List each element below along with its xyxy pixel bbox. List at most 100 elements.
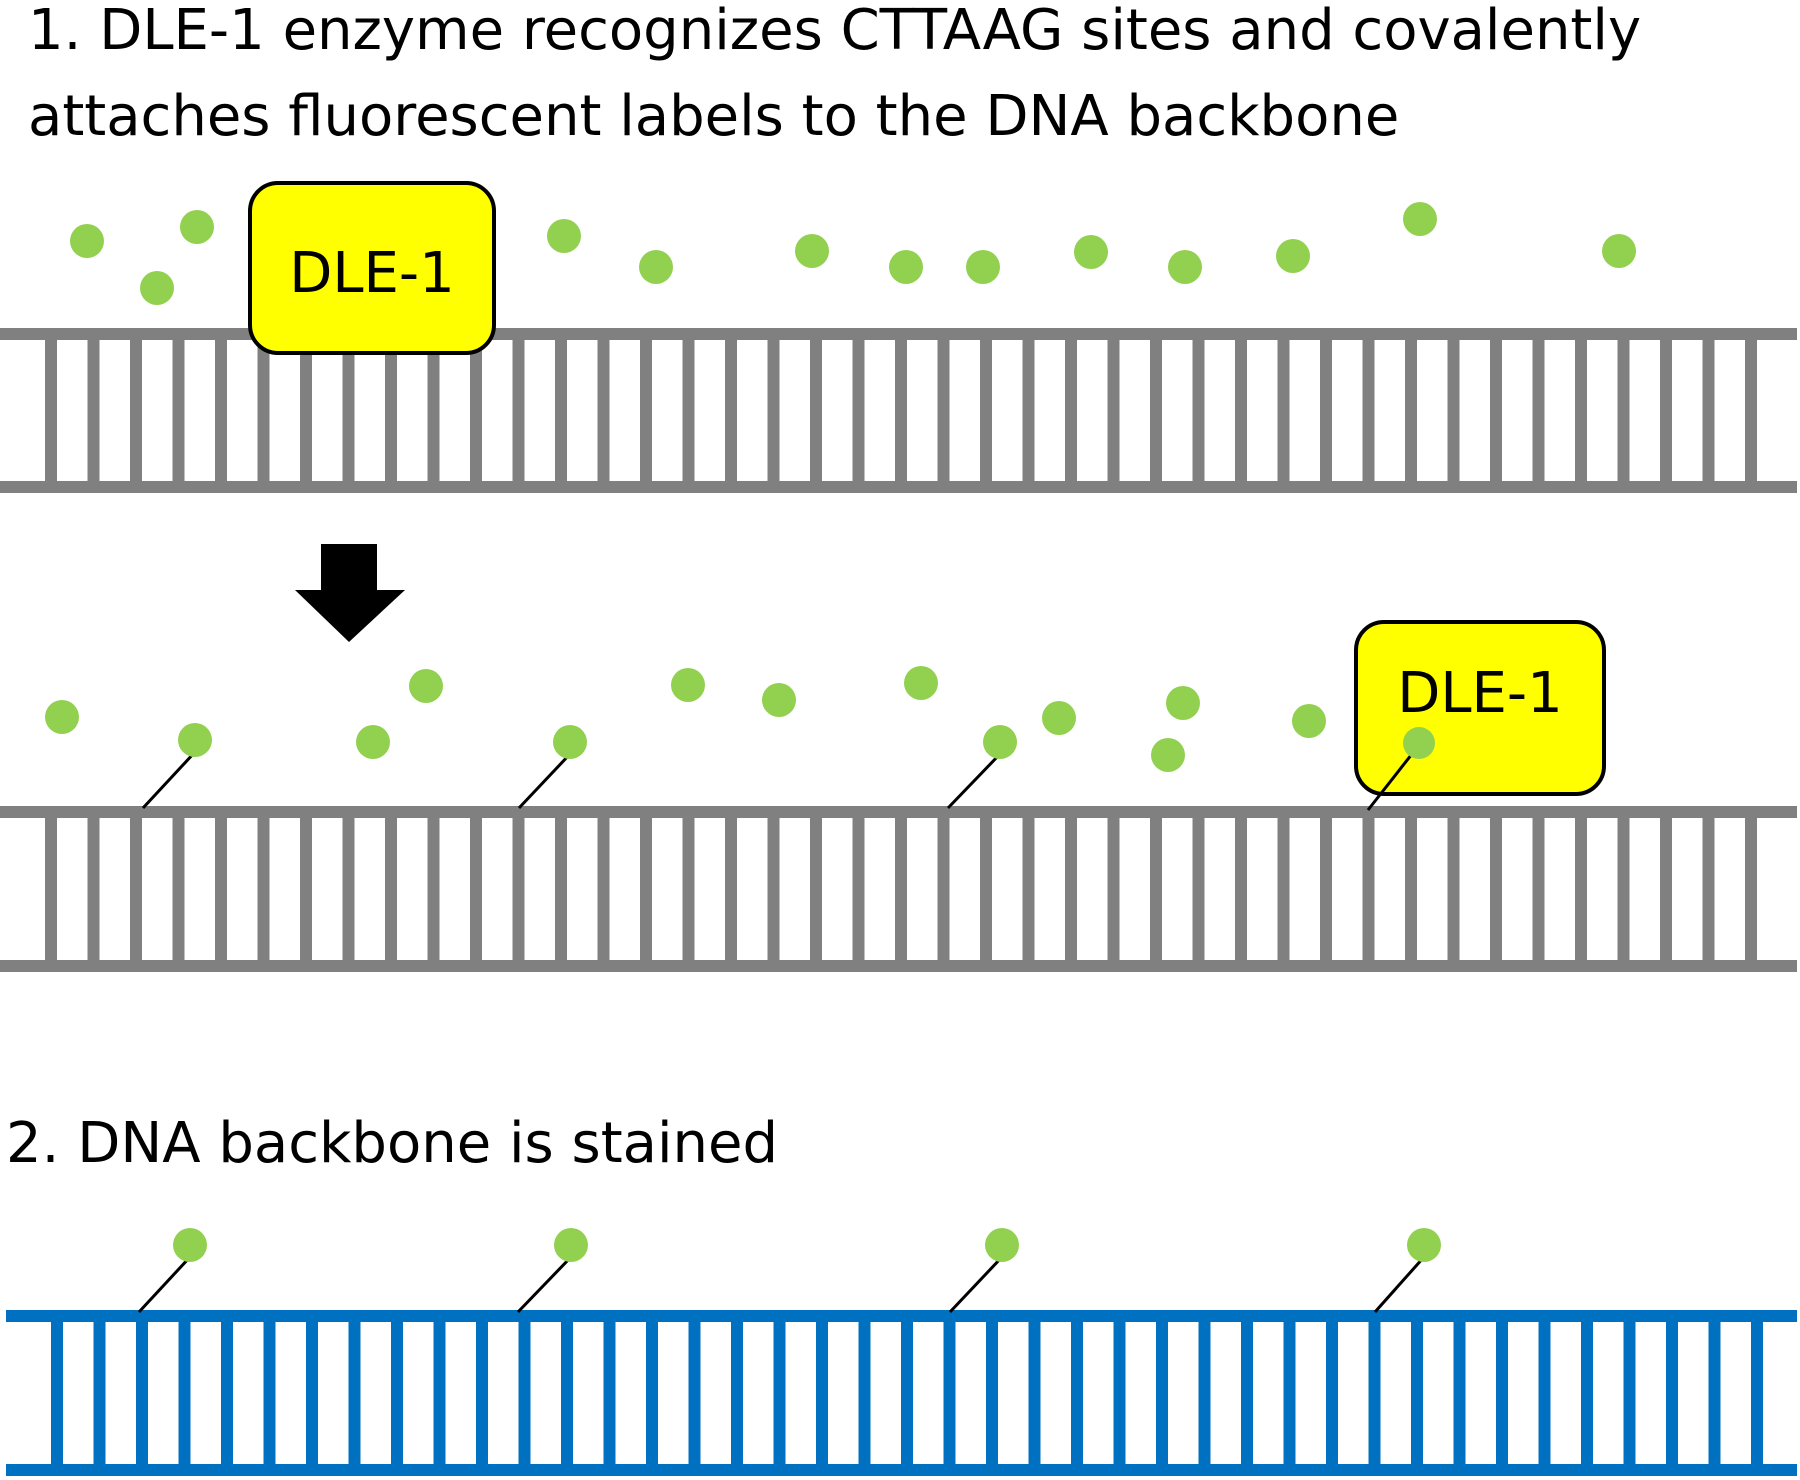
attached-label-group-3 bbox=[137, 1228, 1441, 1314]
free-label-dot bbox=[904, 666, 938, 700]
dna-base-pair-rung bbox=[901, 1316, 913, 1470]
dna-base-pair-rung bbox=[342, 812, 355, 966]
dna-base-pair-rung bbox=[130, 812, 142, 966]
free-label-dot bbox=[671, 668, 705, 702]
dna-base-pair-rung bbox=[1496, 1316, 1508, 1470]
free-label-dot bbox=[1042, 701, 1076, 735]
dna-base-pair-rung bbox=[597, 812, 610, 966]
dna-helix-stained bbox=[6, 1310, 1797, 1476]
dna-base-pair-rung bbox=[172, 812, 185, 966]
dna-base-pair-rung bbox=[221, 1316, 233, 1470]
attached-label-dot bbox=[554, 1228, 588, 1262]
dna-base-pair-rung bbox=[1405, 812, 1417, 966]
dna-base-pair-rung bbox=[1702, 812, 1715, 966]
free-label-dot bbox=[1403, 202, 1437, 236]
free-label-dot bbox=[1168, 250, 1202, 284]
dna-base-pair-rung bbox=[385, 334, 397, 487]
dna-base-pair-rung bbox=[1660, 334, 1672, 487]
dna-base-pair-rung bbox=[1617, 812, 1630, 966]
dna-base-pair-rung bbox=[682, 812, 695, 966]
dna-base-pair-rung bbox=[895, 334, 907, 487]
dna-base-pair-rung bbox=[1283, 1316, 1296, 1470]
dna-base-pair-rung bbox=[858, 1316, 871, 1470]
free-label-dot bbox=[966, 250, 1000, 284]
dna-base-pair-rung bbox=[1490, 812, 1502, 966]
dna-base-pair-rung bbox=[1532, 334, 1545, 487]
dna-helix-labeling bbox=[0, 806, 1797, 972]
dna-base-pair-rung bbox=[342, 334, 355, 487]
dna-base-pair-rung bbox=[1150, 812, 1162, 966]
dna-base-pair-rung bbox=[895, 812, 907, 966]
dna-base-pair-rung bbox=[1362, 334, 1375, 487]
dna-base-pair-rung bbox=[427, 812, 440, 966]
attached-label-dot bbox=[173, 1228, 207, 1262]
free-label-dot bbox=[762, 683, 796, 717]
attached-label-linker bbox=[516, 1255, 573, 1314]
free-label-group-2 bbox=[45, 666, 1326, 772]
attached-label-dot bbox=[553, 725, 587, 759]
dna-base-pair-rung bbox=[45, 812, 57, 966]
dna-base-pair-rung bbox=[1617, 334, 1630, 487]
dna-base-pair-rung bbox=[937, 334, 950, 487]
dna-base-pair-rung bbox=[1320, 334, 1332, 487]
dna-base-pair-rung bbox=[646, 1316, 658, 1470]
dna-base-pair-rung bbox=[1028, 1316, 1041, 1470]
free-label-dot bbox=[1602, 234, 1636, 268]
attached-label-linker bbox=[946, 752, 1002, 810]
dna-base-pair-rung bbox=[172, 334, 185, 487]
dna-base-pair-rung bbox=[1113, 1316, 1126, 1470]
dna-base-pair-rung bbox=[1071, 1316, 1083, 1470]
dle1-enzyme-top: DLE-1 bbox=[248, 181, 496, 355]
dna-base-pair-rung bbox=[1660, 812, 1672, 966]
attached-label-dot bbox=[178, 723, 212, 757]
dna-base-pair-rung bbox=[810, 334, 822, 487]
free-label-dot bbox=[639, 250, 673, 284]
attached-label-dot bbox=[1403, 727, 1435, 759]
dna-base-pair-rung bbox=[93, 1316, 106, 1470]
dna-base-pair-rung bbox=[1107, 334, 1120, 487]
free-label-dot bbox=[1276, 239, 1310, 273]
dna-base-pair-rung bbox=[1277, 812, 1290, 966]
attached-label-dot bbox=[1407, 1228, 1441, 1262]
dna-base-pair-rung bbox=[1326, 1316, 1338, 1470]
dna-base-pair-rung bbox=[263, 1316, 276, 1470]
dna-base-pair-rung bbox=[1277, 334, 1290, 487]
free-label-dot bbox=[795, 234, 829, 268]
dna-base-pair-rung bbox=[348, 1316, 361, 1470]
attached-label-dot bbox=[985, 1228, 1019, 1262]
dna-base-pair-rung bbox=[470, 334, 482, 487]
dna-base-pair-rung bbox=[1411, 1316, 1423, 1470]
free-label-group-1 bbox=[70, 202, 1636, 305]
free-label-dot bbox=[547, 219, 581, 253]
dna-base-pair-rung bbox=[816, 1316, 828, 1470]
dna-base-pair-rung bbox=[980, 812, 992, 966]
dna-base-pair-rung bbox=[300, 334, 312, 487]
dna-base-pair-rung bbox=[1022, 812, 1035, 966]
dna-base-pair-rung bbox=[433, 1316, 446, 1470]
dna-base-pair-rung bbox=[1065, 334, 1077, 487]
dna-base-pair-rung bbox=[773, 1316, 786, 1470]
dna-base-pair-rung bbox=[1532, 812, 1545, 966]
dna-base-pair-rung bbox=[1107, 812, 1120, 966]
dna-base-pair-rung bbox=[810, 812, 822, 966]
dna-base-pair-rung bbox=[1022, 334, 1035, 487]
dna-base-pair-rung bbox=[215, 812, 227, 966]
dna-base-pair-rung bbox=[470, 812, 482, 966]
dna-base-pair-rung bbox=[51, 1316, 63, 1470]
dna-base-pair-rung bbox=[943, 1316, 956, 1470]
dna-base-pair-rung bbox=[257, 334, 270, 487]
dna-base-pair-rung bbox=[852, 334, 865, 487]
free-label-dot bbox=[889, 250, 923, 284]
dna-base-pair-rung bbox=[688, 1316, 701, 1470]
dna-base-pair-rung bbox=[1198, 1316, 1211, 1470]
dna-base-pair-rung bbox=[1405, 334, 1417, 487]
dna-base-pair-rung bbox=[640, 334, 652, 487]
dna-base-pair-rung bbox=[1581, 1316, 1593, 1470]
free-label-dot bbox=[1166, 686, 1200, 720]
dna-base-pair-rung bbox=[852, 812, 865, 966]
dna-base-pair-rung bbox=[306, 1316, 318, 1470]
step1-title-line1: 1. DLE-1 enzyme recognizes CTTAAG sites … bbox=[28, 0, 1642, 63]
dna-base-pair-rung bbox=[300, 812, 312, 966]
dna-base-pair-rung bbox=[427, 334, 440, 487]
